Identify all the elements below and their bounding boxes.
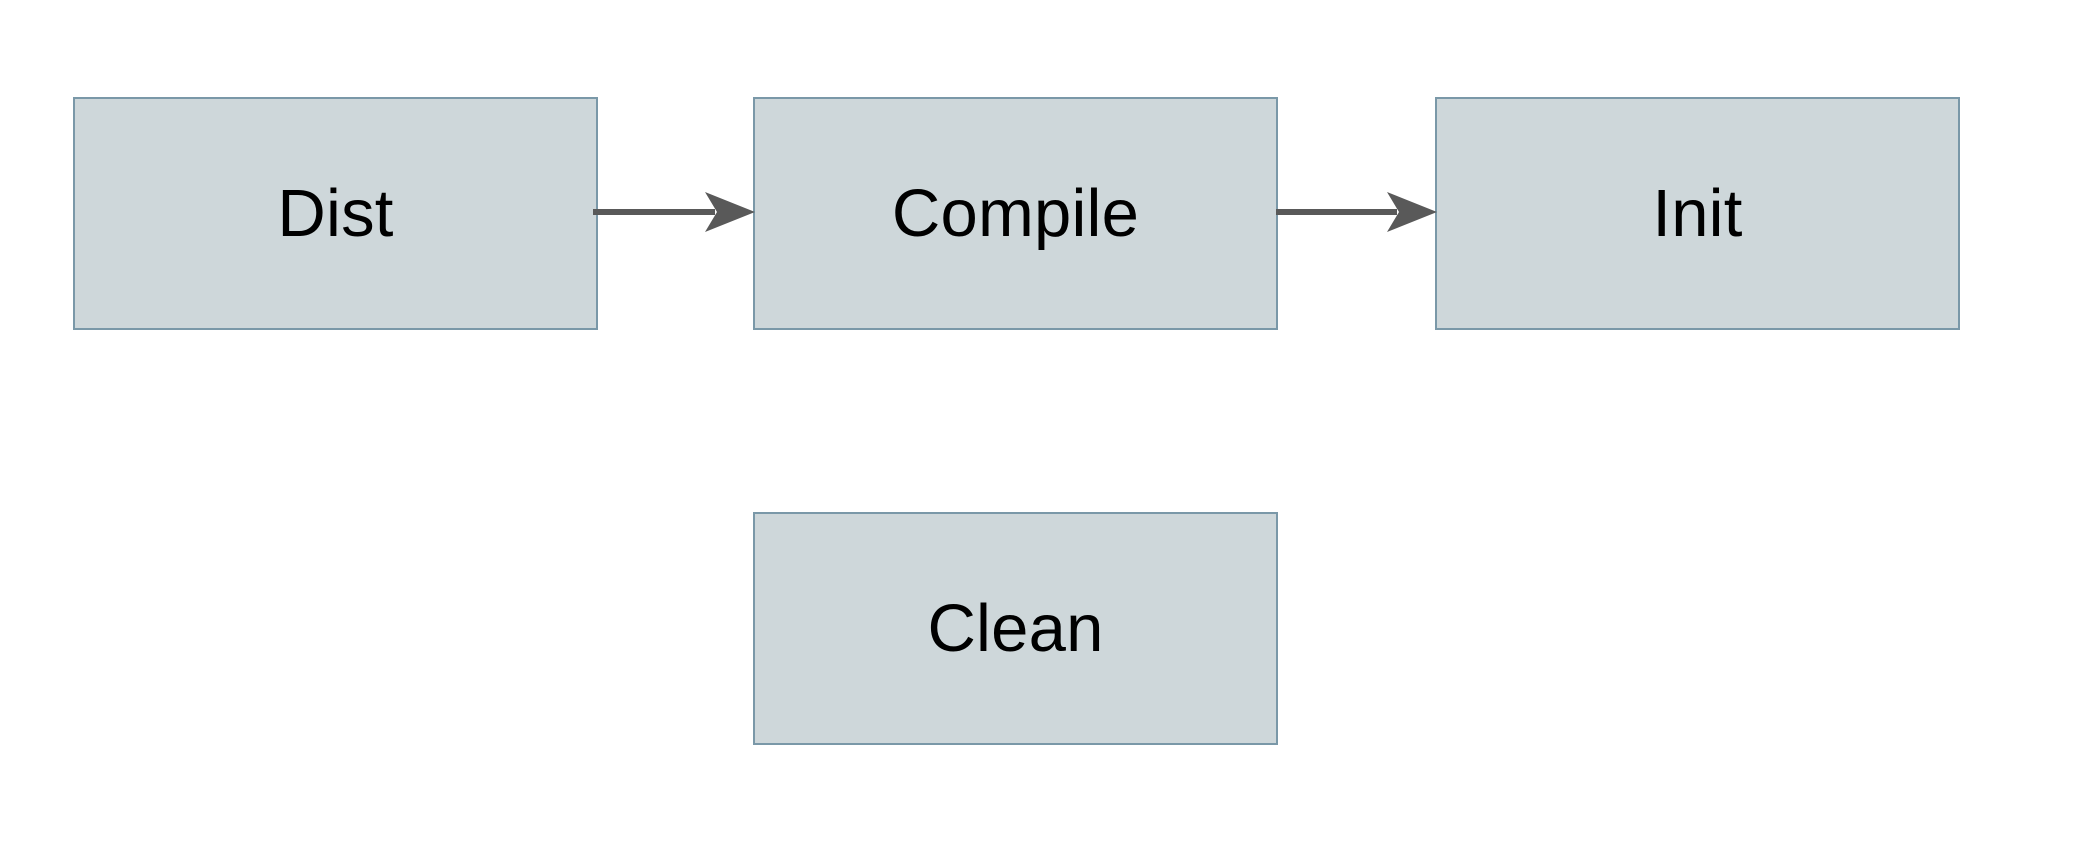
arrowhead-icon: [1387, 192, 1437, 232]
node-compile[interactable]: Compile: [753, 97, 1278, 330]
node-init[interactable]: Init: [1435, 97, 1960, 330]
node-compile-label: Compile: [891, 176, 1140, 251]
node-clean[interactable]: Clean: [753, 512, 1278, 745]
edge-dist-to-compile[interactable]: [593, 186, 755, 238]
arrowhead-icon: [705, 192, 755, 232]
node-dist[interactable]: Dist: [73, 97, 598, 330]
edge-compile-to-init[interactable]: [1276, 186, 1437, 238]
node-init-label: Init: [1652, 176, 1743, 251]
node-dist-label: Dist: [277, 176, 394, 251]
node-clean-label: Clean: [927, 591, 1104, 666]
